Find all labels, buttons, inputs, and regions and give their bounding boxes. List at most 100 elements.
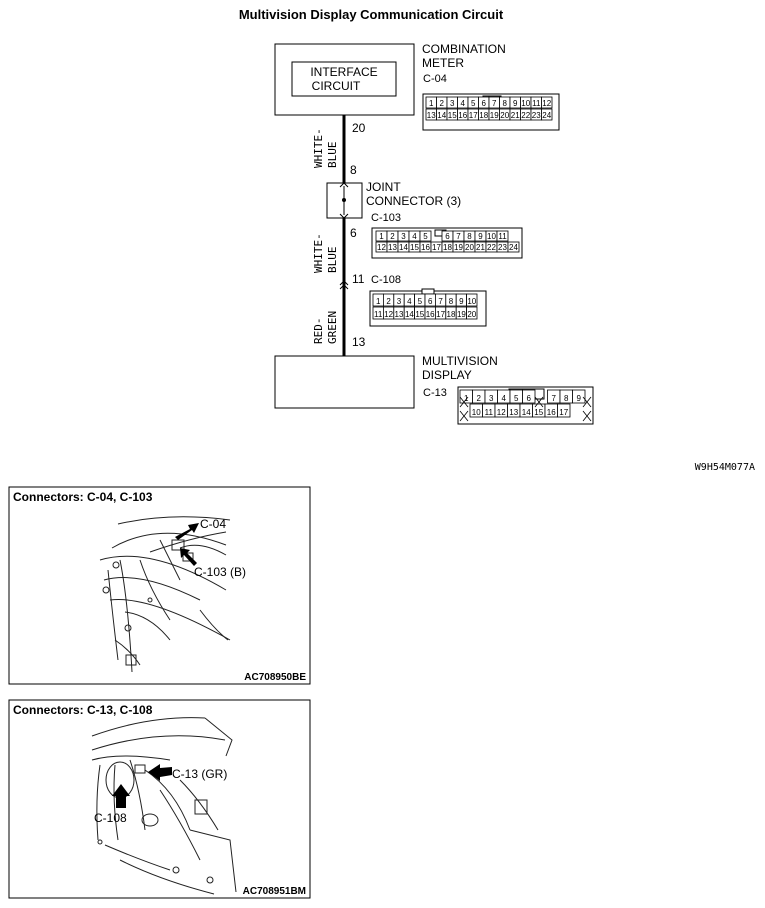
connector-pin-number: 3 xyxy=(489,394,494,403)
connector-c108-label: C-108 xyxy=(371,274,401,286)
figure-code: W9H54M077A xyxy=(695,462,755,473)
connector-pin-number: 6 xyxy=(527,394,532,403)
connector-pin-cell xyxy=(419,230,432,242)
panel1-callout-c103: C-103 (B) xyxy=(194,565,246,579)
panel2-code: AC708951BM xyxy=(243,886,306,897)
connector-pin-cell xyxy=(541,108,553,121)
interface-circuit-label-2: CIRCUIT xyxy=(312,79,361,93)
connector-pin-number: 9 xyxy=(478,232,483,241)
connector-pin-number: 12 xyxy=(377,243,386,252)
connector-c103-label: C-103 xyxy=(371,212,401,224)
connector-pin-number: 11 xyxy=(374,310,383,319)
connector-pin-number: 23 xyxy=(498,243,507,252)
interface-circuit-label-1: INTERFACE xyxy=(310,65,377,79)
connector-pin-number: 11 xyxy=(498,232,507,241)
multivision-display-label-1: MULTIVISION xyxy=(422,354,498,368)
pin-label-8: 8 xyxy=(350,163,357,177)
joint-connector-label-1: JOINT xyxy=(366,180,401,194)
connector-pin-number: 9 xyxy=(577,394,582,403)
panel2-title: Connectors: C-13, C-108 xyxy=(13,703,153,717)
connector-c04-label: C-04 xyxy=(423,73,447,85)
connector-pin-number: 23 xyxy=(532,111,541,120)
panel2-callout-c108: C-108 xyxy=(94,811,127,825)
connector-pin-number: 2 xyxy=(440,99,445,108)
connector-outline xyxy=(422,93,560,131)
interface-circuit-box xyxy=(291,61,397,97)
wire1-color: WHITE- BLUE xyxy=(312,128,339,168)
panel2-frame xyxy=(8,699,311,899)
connector-pin-number: 19 xyxy=(490,111,499,120)
panel2-callout-c13: C-13 (GR) xyxy=(172,767,227,781)
connector-outline xyxy=(457,386,594,425)
connector-pin-number: 15 xyxy=(448,111,457,120)
combination-meter-label-1: COMBINATION xyxy=(422,42,506,56)
connector-pin-number: 21 xyxy=(476,243,485,252)
connector-pin-number: 13 xyxy=(395,310,404,319)
connector-pin-number: 24 xyxy=(542,111,551,120)
panel2-illustration xyxy=(91,717,237,895)
connector-pin-number: 20 xyxy=(467,310,476,319)
wire1-color-line1: WHITE- xyxy=(312,128,325,168)
connector-pin-number: 14 xyxy=(405,310,414,319)
connector-pin-number: 16 xyxy=(421,243,430,252)
connector-pin-number: 1 xyxy=(429,99,434,108)
wire3-color-line1: RED- xyxy=(312,318,325,345)
connector-pin-number: 21 xyxy=(511,111,520,120)
connector-pin-cell xyxy=(522,389,536,404)
connector-pin-cell xyxy=(557,403,571,418)
panel1-frame xyxy=(8,486,311,685)
panel1-callout-c04: C-04 xyxy=(200,517,226,531)
connector-pin-number: 13 xyxy=(388,243,397,252)
connector-pin-number: 1 xyxy=(376,297,381,306)
connector-pin-number: 10 xyxy=(467,297,476,306)
cavity-x-mark xyxy=(534,396,544,408)
connector-pin-number: 18 xyxy=(443,243,452,252)
connector-pin-number: 7 xyxy=(492,99,497,108)
connector-outline xyxy=(371,227,523,259)
connector-pin-number: 6 xyxy=(482,99,487,108)
connector-pin-number: 17 xyxy=(469,111,478,120)
connector-pin-number: 4 xyxy=(412,232,417,241)
connector-pin-number: 18 xyxy=(447,310,456,319)
connector-pin-number: 2 xyxy=(390,232,395,241)
connector-key xyxy=(421,288,435,295)
connector-pin-number: 17 xyxy=(432,243,441,252)
connector-pin-number: 9 xyxy=(513,99,518,108)
connector-pin-number: 12 xyxy=(497,408,506,417)
connector-pin-number: 4 xyxy=(461,99,466,108)
connector-pin-cell xyxy=(466,293,478,307)
joint-connector-label-2: CONNECTOR (3) xyxy=(366,194,461,208)
panel1-code: AC708950BE xyxy=(244,672,306,683)
connector-pin-number: 7 xyxy=(456,232,461,241)
combination-meter-label-2: METER xyxy=(422,56,464,70)
connector-pin-number: 22 xyxy=(487,243,496,252)
connector-pin-number: 9 xyxy=(459,297,464,306)
cavity-x-mark xyxy=(582,410,592,422)
c108-chevron-lower xyxy=(339,284,349,290)
connector-pin-number: 12 xyxy=(542,99,551,108)
connector-pin-number: 10 xyxy=(521,99,530,108)
wire3-color: RED- GREEN xyxy=(312,311,339,344)
wire2-color-line2: BLUE xyxy=(326,247,339,274)
connector-pin-number: 16 xyxy=(458,111,467,120)
connector-pin-number: 14 xyxy=(437,111,446,120)
connector-pin-number: 8 xyxy=(564,394,569,403)
combination-meter: INTERFACE CIRCUIT COMBINATION METER C-04… xyxy=(274,42,560,131)
connector-pin-number: 5 xyxy=(423,232,428,241)
cavity-x-mark xyxy=(459,410,469,422)
pin-label-20: 20 xyxy=(352,121,366,135)
connector-pin-number: 14 xyxy=(522,408,531,417)
connector-pin-number: 5 xyxy=(418,297,423,306)
connector-pin-number: 15 xyxy=(415,310,424,319)
connector-pin-cell xyxy=(507,241,520,253)
connector-pin-number: 11 xyxy=(532,99,541,108)
connector-pin-number: 2 xyxy=(386,297,391,306)
pin-label-6: 6 xyxy=(350,226,357,240)
connector-pin-number: 15 xyxy=(410,243,419,252)
multivision-display-label-2: DISPLAY xyxy=(422,368,472,382)
connector-pin-number: 3 xyxy=(401,232,406,241)
